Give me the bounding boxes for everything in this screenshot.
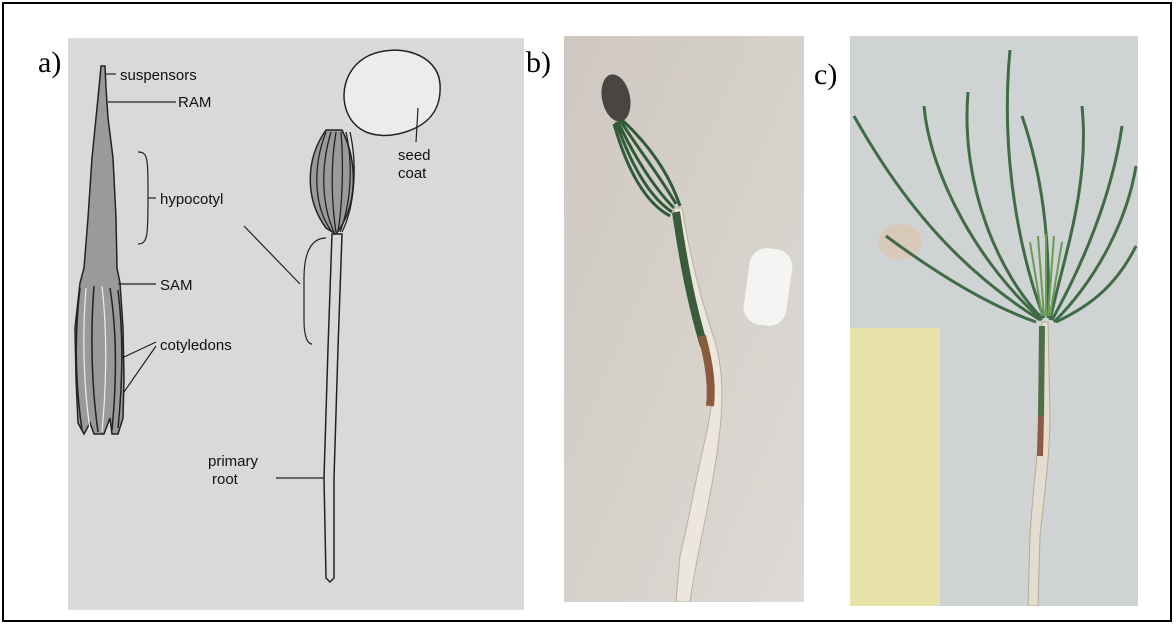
label-sam: SAM	[160, 277, 193, 294]
panel-a-drawing: suspensors RAM hypocotyl SAM cotyledons …	[68, 38, 524, 610]
label-ram: RAM	[178, 94, 211, 111]
label-primary-root-line1: primary	[208, 453, 259, 470]
stain	[878, 224, 922, 260]
panel-c-letter: c)	[814, 60, 837, 90]
panel-c-photo	[850, 36, 1138, 606]
panel-b-photo	[564, 36, 804, 602]
label-seed-coat-line2: coat	[398, 165, 427, 182]
sticky-note	[850, 328, 940, 606]
label-suspensors: suspensors	[120, 67, 197, 84]
label-seed-coat-line1: seed	[398, 147, 431, 164]
seedling-photo-b	[564, 36, 804, 602]
label-hypocotyl: hypocotyl	[160, 191, 223, 208]
label-cotyledons: cotyledons	[160, 337, 232, 354]
panel-b-letter: b)	[526, 48, 551, 78]
drawing-background	[68, 38, 524, 610]
label-primary-root-line2: root	[212, 471, 239, 488]
panel-a-letter: a)	[38, 48, 61, 78]
embryo-seedling-diagram: suspensors RAM hypocotyl SAM cotyledons …	[68, 38, 524, 610]
seedling-photo-c	[850, 36, 1138, 606]
